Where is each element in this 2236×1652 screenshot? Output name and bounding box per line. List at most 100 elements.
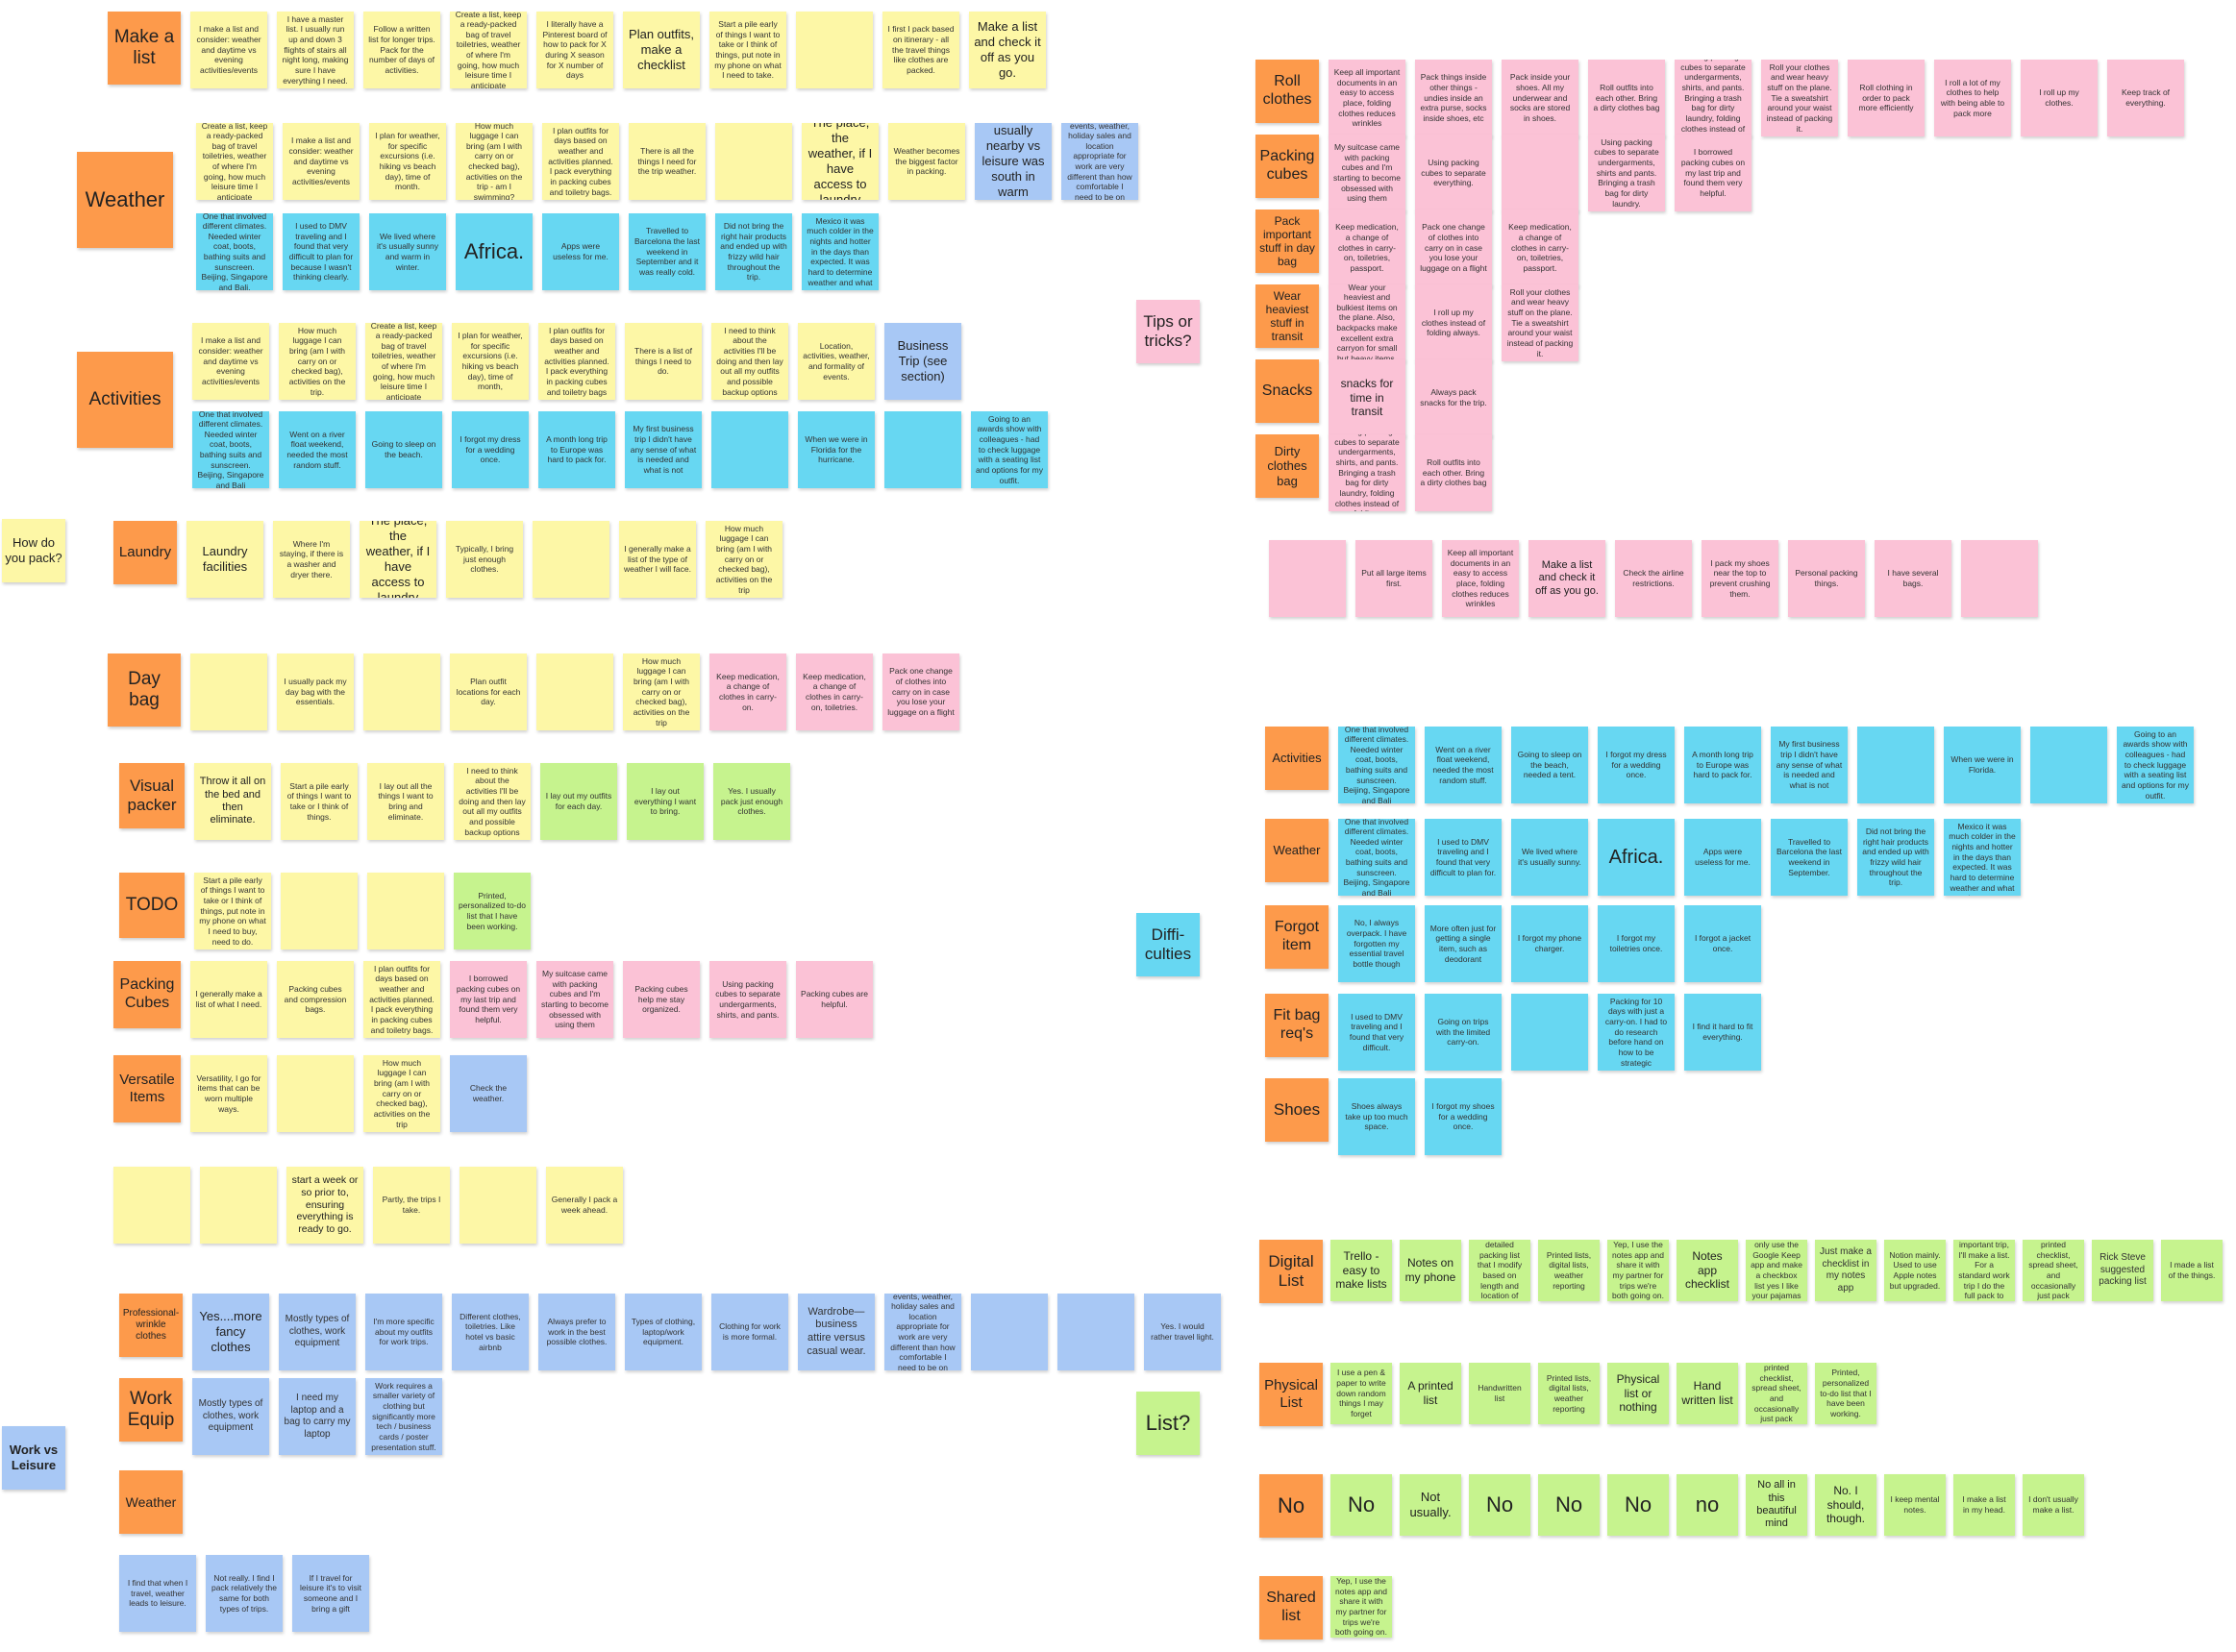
- sticky-note[interactable]: We lived where it's usually sunny.: [1511, 819, 1588, 896]
- sticky-note[interactable]: Different clothes, toiletries. Like hote…: [452, 1294, 529, 1370]
- category-tips-or-tricks[interactable]: Tips or tricks?: [1136, 300, 1200, 363]
- sticky-note[interactable]: Keep all important documents in an easy …: [1329, 60, 1405, 136]
- sticky-note[interactable]: A printed list: [1400, 1363, 1461, 1424]
- sticky-note[interactable]: Last time I went to Mexico it was much c…: [1944, 819, 2021, 896]
- sticky-note[interactable]: Keep medication, a change of clothes in …: [1329, 210, 1405, 286]
- sticky-note[interactable]: I need to think about the activities I'l…: [454, 763, 531, 840]
- sticky-note[interactable]: No all in this beautiful mind: [1746, 1474, 1807, 1536]
- sticky-note[interactable]: Pack one change of clothes into carry on…: [882, 653, 959, 730]
- header-no-list[interactable]: No: [1259, 1474, 1323, 1538]
- sticky-note[interactable]: Yep, I use the notes app and share it wi…: [1330, 1576, 1392, 1638]
- sticky-note[interactable]: When we were in Florida.: [1944, 727, 2021, 803]
- sticky-note[interactable]: There is a list of things I need to do.: [625, 323, 702, 400]
- sticky-note[interactable]: I forgot my toiletries once.: [1598, 905, 1675, 982]
- sticky-note[interactable]: Going to an awards show with colleagues …: [2117, 727, 2194, 803]
- category-work-vs-leisure[interactable]: Work vs Leisure: [2, 1426, 65, 1490]
- sticky-note[interactable]: My first business trip I didn't have any…: [1771, 727, 1848, 803]
- sticky-note[interactable]: Keep track of everything.: [2107, 60, 2184, 136]
- sticky-note[interactable]: Handwritten list: [1469, 1363, 1530, 1424]
- sticky-note[interactable]: Start a pile early of things I want to t…: [281, 763, 358, 840]
- header-work-weather[interactable]: Weather: [119, 1470, 183, 1534]
- sticky-note[interactable]: Travelled to Barcelona the last weekend …: [629, 213, 706, 290]
- sticky-note[interactable]: I roll a lot of my clothes to help with …: [1934, 60, 2011, 136]
- header-wear-heaviest[interactable]: Wear heaviest stuff in transit: [1255, 284, 1319, 348]
- sticky-note[interactable]: Types of clothing, laptop/work equipment…: [625, 1294, 702, 1370]
- sticky-note[interactable]: Plan outfit locations for each day.: [450, 653, 527, 730]
- sticky-note[interactable]: I plan outfits for days based on weather…: [542, 123, 619, 200]
- sticky-note[interactable]: Business Trip (see section): [884, 323, 961, 400]
- sticky-note[interactable]: No: [1330, 1474, 1392, 1536]
- sticky-note[interactable]: The place, the weather, if I have access…: [360, 521, 436, 598]
- sticky-note[interactable]: [715, 123, 792, 200]
- sticky-note[interactable]: One that involved different climates. Ne…: [196, 213, 273, 290]
- sticky-note[interactable]: I plan for weather, for specific excursi…: [369, 123, 446, 200]
- sticky-note[interactable]: My first business trip I didn't have any…: [625, 411, 702, 488]
- sticky-note[interactable]: Apps were useless for me.: [1684, 819, 1761, 896]
- sticky-note[interactable]: Mostly types of clothes, work equipment: [279, 1294, 356, 1370]
- sticky-note[interactable]: [1057, 1294, 1134, 1370]
- sticky-note[interactable]: Using packing cubes to separate undergar…: [709, 961, 786, 1038]
- sticky-note[interactable]: Laundry facilities: [186, 521, 263, 598]
- sticky-note[interactable]: Packing for 10 days with just a carry-on…: [1598, 994, 1675, 1071]
- header-day-bag[interactable]: Day bag: [108, 653, 181, 727]
- sticky-note[interactable]: start a week or so prior to, ensuring ev…: [286, 1167, 363, 1244]
- header-shoes[interactable]: Shoes: [1265, 1078, 1329, 1142]
- sticky-note[interactable]: Clothing for work is more formal.: [711, 1294, 788, 1370]
- header-visual-packer[interactable]: Visual packer: [119, 763, 185, 828]
- header-physical-list[interactable]: Physical List: [1259, 1363, 1323, 1426]
- sticky-note[interactable]: Hand written list: [1677, 1363, 1738, 1424]
- header-dirty-clothes-bag[interactable]: Dirty clothes bag: [1255, 434, 1319, 498]
- sticky-note[interactable]: [200, 1167, 277, 1244]
- sticky-note[interactable]: Pack inside your shoes. All my underwear…: [1502, 60, 1578, 136]
- sticky-note[interactable]: I generally only use the Google Keep app…: [1746, 1240, 1807, 1301]
- sticky-note[interactable]: I make a list in my head.: [1953, 1474, 2015, 1536]
- sticky-note[interactable]: [1857, 727, 1934, 803]
- sticky-note[interactable]: Plan outfits, make a checklist: [623, 12, 700, 88]
- sticky-note[interactable]: Not really. I find I pack relatively the…: [206, 1555, 283, 1632]
- sticky-note[interactable]: Keep all important documents in an easy …: [1442, 540, 1519, 617]
- sticky-note[interactable]: I roll up my clothes instead of folding …: [1415, 284, 1492, 361]
- sticky-note[interactable]: Put all large items first.: [1355, 540, 1432, 617]
- sticky-note[interactable]: Work requires a smaller variety of cloth…: [365, 1378, 442, 1455]
- sticky-note[interactable]: One that involved different climates. Ne…: [1338, 727, 1415, 803]
- sticky-note[interactable]: Yes. I usually pack just enough clothes.: [713, 763, 790, 840]
- sticky-note[interactable]: Going on trips with the limited carry-on…: [1425, 994, 1502, 1071]
- sticky-note[interactable]: Not Special events, weather, holiday sal…: [884, 1294, 961, 1370]
- sticky-note[interactable]: Notion mainly. Used to use Apple notes b…: [1884, 1240, 1946, 1301]
- sticky-note[interactable]: Going to sleep on the beach.: [365, 411, 442, 488]
- sticky-note[interactable]: I literally have a Pinterest board of ho…: [536, 12, 613, 88]
- sticky-note[interactable]: Pack one change of clothes into carry on…: [1415, 210, 1492, 286]
- sticky-note[interactable]: Roll your clothes and wear heavy stuff o…: [1502, 284, 1578, 361]
- sticky-note[interactable]: [1511, 994, 1588, 1071]
- sticky-note[interactable]: Keep medication, a change of clothes in …: [796, 653, 873, 730]
- sticky-note[interactable]: I forgot my phone charger.: [1511, 905, 1588, 982]
- sticky-note[interactable]: Work was usually nearby vs leisure was s…: [975, 123, 1052, 200]
- sticky-note[interactable]: Using packing cubes to separate undergar…: [1329, 434, 1405, 511]
- header-laundry[interactable]: Laundry: [113, 521, 177, 584]
- sticky-note[interactable]: Always prefer to work in the best possib…: [538, 1294, 615, 1370]
- sticky-note[interactable]: I used to DMV traveling and I found that…: [1425, 819, 1502, 896]
- sticky-note[interactable]: No: [1469, 1474, 1530, 1536]
- sticky-note[interactable]: I find it hard to fit everything.: [1684, 994, 1761, 1071]
- sticky-note[interactable]: I make a list and consider: weather and …: [192, 323, 269, 400]
- sticky-note[interactable]: Partly, the trips I take.: [373, 1167, 450, 1244]
- category-difficulties[interactable]: Diffi-culties: [1136, 913, 1200, 976]
- sticky-note[interactable]: [1502, 135, 1578, 211]
- header-professional[interactable]: Professional-wrinkle clothes: [119, 1294, 183, 1357]
- sticky-note[interactable]: One that involved different climates. Ne…: [1338, 819, 1415, 896]
- sticky-note[interactable]: Africa.: [1598, 819, 1675, 896]
- sticky-note[interactable]: [2030, 727, 2107, 803]
- sticky-note[interactable]: When we were in Florida for the hurrican…: [798, 411, 875, 488]
- sticky-note[interactable]: Apps were useless for me.: [542, 213, 619, 290]
- sticky-note[interactable]: If I travel for leisure it's to visit so…: [292, 1555, 369, 1632]
- sticky-note[interactable]: We lived where it's usually sunny and wa…: [369, 213, 446, 290]
- sticky-note[interactable]: Versatility, I go for items that can be …: [190, 1055, 267, 1132]
- sticky-note[interactable]: [367, 873, 444, 949]
- sticky-note[interactable]: Physical list or nothing: [1607, 1363, 1669, 1424]
- sticky-note[interactable]: Travelled to Barcelona the last weekend …: [1771, 819, 1848, 896]
- sticky-note[interactable]: I used to DMV traveling and I found that…: [283, 213, 360, 290]
- header-diff-activities[interactable]: Activities: [1265, 727, 1329, 790]
- header-forgot-item[interactable]: Forgot item: [1265, 905, 1329, 969]
- sticky-note[interactable]: [281, 873, 358, 949]
- sticky-note[interactable]: Create a list, keep a ready-packed bag o…: [365, 323, 442, 400]
